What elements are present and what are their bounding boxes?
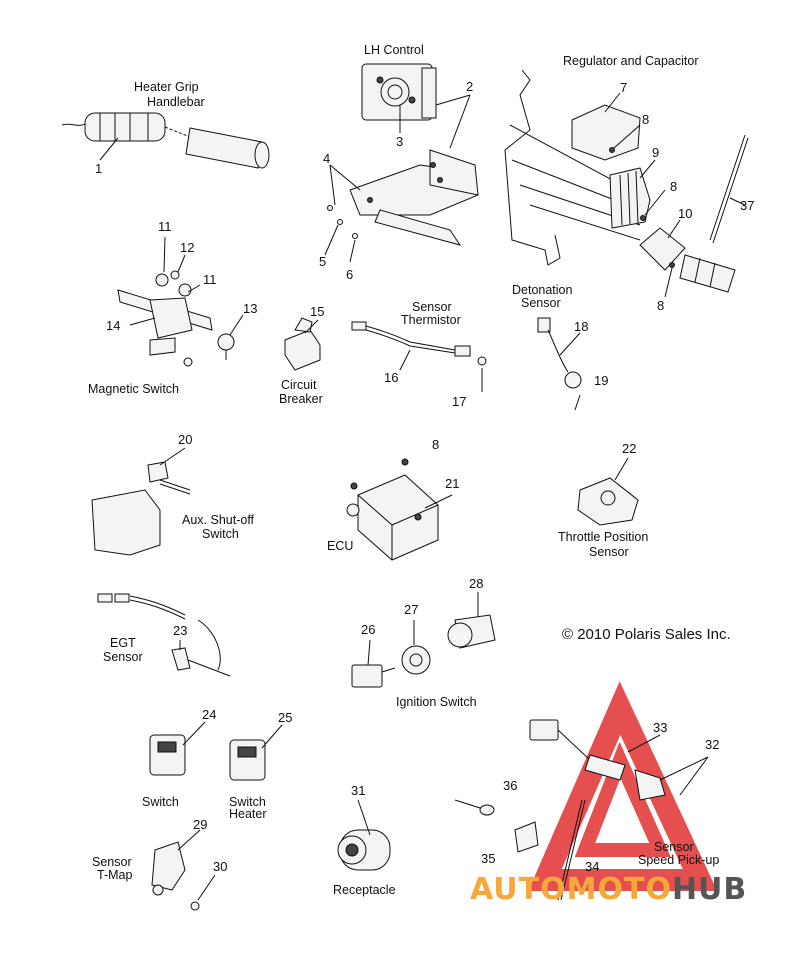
heater-grip-part [61,112,270,169]
callout-35: 35 [481,851,496,866]
label-switch-heater-a: Switch [229,795,266,809]
ecu-part [346,458,453,561]
egt-sensor-part [97,593,231,677]
label-handlebar: Handlebar [147,95,205,109]
label-switch: Switch [142,795,179,809]
callout-20: 20 [178,432,193,447]
callout-10: 10 [678,206,693,221]
callout-8c: 8 [657,298,665,313]
label-throttle-sensor: Sensor [589,545,629,559]
label-magnetic-switch: Magnetic Switch [88,382,180,396]
watermark-logo: AUTOMOTOHUB [470,872,747,907]
callout-33: 33 [653,720,668,735]
label-aux-shutoff: Aux. Shut-off [182,513,255,527]
label-speed-pickup: Speed Pick-up [638,853,720,867]
label-sensor-thermistor-a: Sensor [412,300,452,314]
callout-30: 30 [213,859,228,874]
callout-16: 16 [384,370,399,385]
detonation-sensor-part [537,317,582,411]
callout-24: 24 [202,707,217,722]
callout-7: 7 [620,80,628,95]
callout-29: 29 [193,817,208,832]
label-circuit: Circuit [281,378,317,392]
circuit-breaker-part [284,317,321,371]
label-receptacle: Receptacle [333,883,396,897]
ignition-switch-part [351,592,496,688]
label-regulator: Regulator and Capacitor [563,54,699,68]
label-speed-sensor: Sensor [654,840,694,854]
callout-23: 23 [173,623,188,638]
callout-3: 3 [396,134,404,149]
magnetic-switch-part [117,236,244,367]
tmap-sensor-part [151,829,216,911]
callout-13: 13 [243,301,258,316]
callout-1: 1 [95,161,103,176]
label-egt: EGT [110,636,136,650]
label-breaker: Breaker [279,392,323,406]
label-switch-heater-b: Heater [229,807,267,821]
watermark-part2: HUB [671,872,748,907]
callout-15: 15 [310,304,325,319]
callout-8b: 8 [670,179,678,194]
label-heater-grip: Heater Grip [134,80,199,94]
callout-32: 32 [705,737,720,752]
callout-4: 4 [323,151,331,166]
switch-housing-part [324,149,479,263]
copyright-text: © 2010 Polaris Sales Inc. [562,626,731,643]
callout-6: 6 [346,267,354,282]
label-throttle-position: Throttle Position [558,530,649,544]
callout-17: 17 [452,394,467,409]
speed-sensor-part [454,719,709,901]
callout-5: 5 [319,254,327,269]
label-egt-sensor: Sensor [103,650,143,664]
callout-22: 22 [622,441,637,456]
callout-36: 36 [503,778,518,793]
callout-8d: 8 [432,437,440,452]
label-ignition-switch: Ignition Switch [396,695,477,709]
callout-8a: 8 [642,112,650,127]
label-tmap: T-Map [97,868,133,882]
throttle-position-sensor-part [577,457,639,526]
callout-37: 37 [740,198,755,213]
lh-control-part [361,63,471,149]
callout-25: 25 [278,710,293,725]
callout-19: 19 [594,373,609,388]
callout-11b: 11 [203,272,217,287]
callout-9: 9 [652,145,660,160]
receptacle-part [337,799,391,871]
callout-26: 26 [361,622,376,637]
callout-31: 31 [351,783,366,798]
switch-parts [149,721,283,781]
callout-27: 27 [404,602,419,617]
callout-18: 18 [574,319,589,334]
callout-34: 34 [585,859,600,874]
callout-12: 12 [180,240,195,255]
callout-28: 28 [469,576,484,591]
label-aux-switch: Switch [202,527,239,541]
callout-11a: 11 [158,219,172,234]
label-lh-control: LH Control [364,43,424,57]
label-detonation: Detonation [512,283,573,297]
label-tmap-sensor: Sensor [92,855,132,869]
callout-21: 21 [445,476,460,491]
aux-shutoff-part [91,447,191,556]
thermistor-part [351,321,487,392]
regulator-bracket-part [504,69,749,298]
label-thermistor: Thermistor [401,313,461,327]
callout-14: 14 [106,318,121,333]
label-ecu: ECU [327,539,354,553]
label-detonation-sensor: Sensor [521,296,561,310]
watermark-part1: AUTOMOTO [470,872,672,907]
callout-2: 2 [466,79,474,94]
